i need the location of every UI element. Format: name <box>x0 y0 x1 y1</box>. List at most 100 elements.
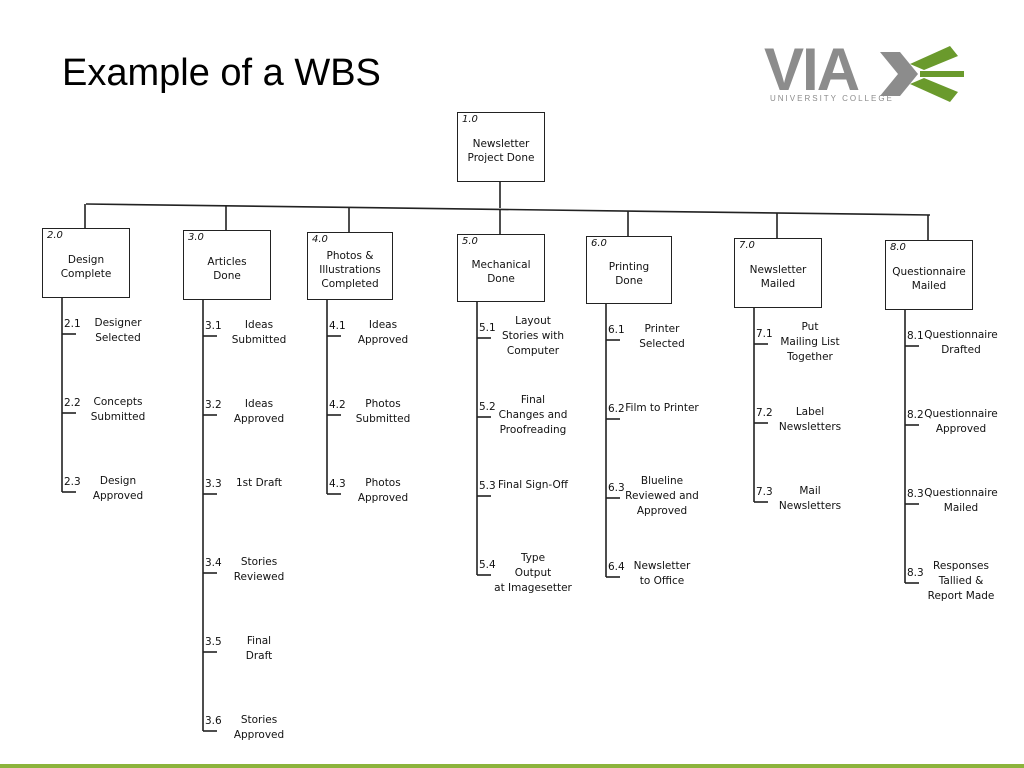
item-number: 5.2 <box>479 401 496 413</box>
item-label-line: Approved <box>92 490 144 502</box>
item-label-line: Questionnaire <box>924 487 998 499</box>
item-label-line: Put <box>801 321 819 333</box>
item-label-line: Ideas <box>368 319 398 331</box>
item-label-line: to Office <box>639 575 685 587</box>
item-label-line: Reviewed and <box>625 490 699 502</box>
item-label-line: Report Made <box>927 590 995 602</box>
node-label-line: Questionnaire <box>892 266 966 278</box>
item-label-line: Design <box>99 475 137 487</box>
item-number: 3.5 <box>205 636 222 648</box>
node-label-line: Printing <box>608 261 650 273</box>
item-label-line: Output <box>514 567 552 579</box>
item-label-line: Final <box>520 394 546 406</box>
item-number: 2.2 <box>64 397 81 409</box>
item-number: 5.3 <box>479 480 496 492</box>
item-number: 8.2 <box>907 409 924 421</box>
footer-accent-bar <box>0 764 1024 768</box>
node-label-line: Mailed <box>760 278 796 290</box>
logo-chevron-icon <box>880 46 964 102</box>
item-label-line: Photos <box>365 477 401 489</box>
logo-subtitle: UNIVERSITY COLLEGE <box>770 94 894 103</box>
node-number: 6.0 <box>591 238 607 249</box>
item-label-line: Questionnaire <box>924 408 998 420</box>
node-number: 1.0 <box>462 114 478 125</box>
item-label-line: Reviewed <box>233 571 285 583</box>
item-label-line: Ideas <box>244 398 274 410</box>
item-label-line: Newsletter <box>633 560 691 572</box>
item-label-line: Approved <box>233 729 285 741</box>
item-label-line: Submitted <box>355 413 411 425</box>
item-number: 3.1 <box>205 320 222 332</box>
item-label-line: Final <box>246 635 272 647</box>
node-number: 4.0 <box>312 234 328 245</box>
item-label-line: Stories <box>240 714 278 726</box>
item-label-line: Approved <box>357 334 409 346</box>
item-label-line: Questionnaire <box>924 329 998 341</box>
item-label-line: Layout <box>515 315 551 327</box>
item-number: 3.6 <box>205 715 222 727</box>
slide-title: Example of a WBS <box>62 52 381 94</box>
item-label-line: Approved <box>636 505 688 517</box>
item-label-line: Newsletters <box>778 500 842 512</box>
item-label-line: Newsletters <box>778 421 842 433</box>
item-number: 3.4 <box>205 557 222 569</box>
node-number: 2.0 <box>47 230 63 241</box>
node-label-line: Photos & <box>326 250 374 262</box>
item-number: 5.1 <box>479 322 496 334</box>
item-number: 7.1 <box>756 328 773 340</box>
item-label-line: Blueline <box>640 475 684 487</box>
item-label-line: Selected <box>639 338 685 350</box>
item-number: 3.3 <box>205 478 222 490</box>
item-label-line: Approved <box>935 423 987 435</box>
item-label-line: Responses <box>933 560 989 572</box>
item-label-line: Selected <box>95 332 141 344</box>
node-label-line: Complete <box>60 268 112 280</box>
item-label-line: Computer <box>506 345 560 357</box>
item-label-line: Mail <box>799 485 821 497</box>
item-label-line: Drafted <box>941 344 981 356</box>
item-number: 8.3 <box>907 488 924 500</box>
node-label-line: Done <box>213 270 241 282</box>
node-label-line: Done <box>615 275 643 287</box>
item-label-line: Submitted <box>90 411 146 423</box>
node-label-line: Project Done <box>467 152 535 164</box>
node-label-line: Done <box>487 273 515 285</box>
item-label-line: Changes and <box>498 409 568 421</box>
node-label-line: Mailed <box>911 280 947 292</box>
item-number: 4.1 <box>329 320 346 332</box>
item-label-line: Submitted <box>231 334 287 346</box>
item-number: 4.2 <box>329 399 346 411</box>
item-number: 7.2 <box>756 407 773 419</box>
item-label-line: at Imagesetter <box>494 582 572 594</box>
item-label-line: Mailing List <box>780 336 840 348</box>
item-number: 8.3 <box>907 567 924 579</box>
node-label-line: Newsletter <box>472 138 530 150</box>
item-label-line: Photos <box>365 398 401 410</box>
item-number: 2.1 <box>64 318 81 330</box>
item-label-line: Ideas <box>244 319 274 331</box>
item-label-line: Printer <box>644 323 680 335</box>
item-label-line: Approved <box>233 413 285 425</box>
item-number: 2.3 <box>64 476 81 488</box>
item-label-line: 1st Draft <box>235 477 283 489</box>
item-number: 8.1 <box>907 330 924 342</box>
item-label-line: Proofreading <box>499 424 567 436</box>
item-label-line: Together <box>787 351 833 363</box>
node-label-line: Newsletter <box>749 264 807 276</box>
item-label-line: Draft <box>245 650 273 662</box>
node-label-line: Mechanical <box>471 259 531 271</box>
node-number: 3.0 <box>188 232 204 243</box>
branch-bus <box>85 203 931 216</box>
item-label-line: Mailed <box>943 502 979 514</box>
item-number: 7.3 <box>756 486 773 498</box>
item-label-line: Tallied & <box>938 575 984 587</box>
item-number: 4.3 <box>329 478 346 490</box>
item-label-line: Stories with <box>502 330 564 342</box>
